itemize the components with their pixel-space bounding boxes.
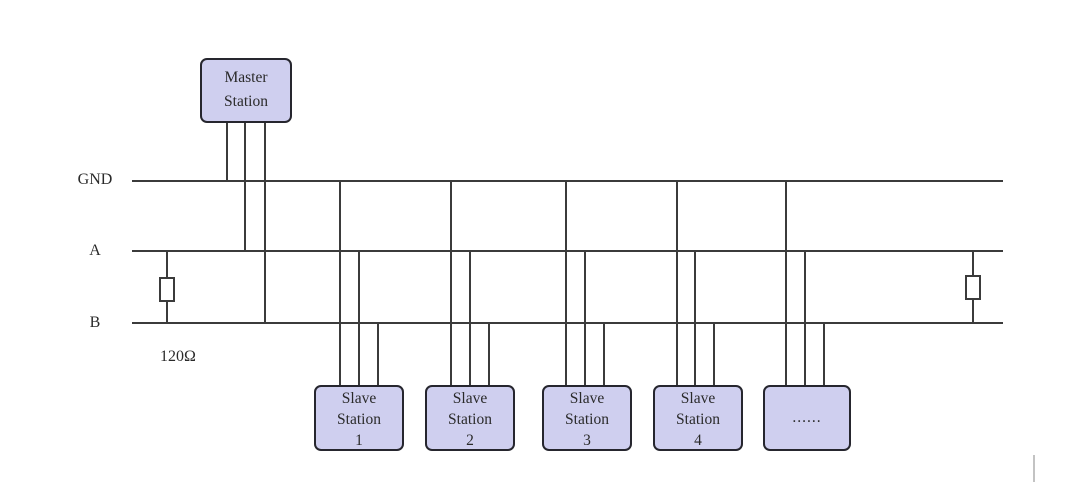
gnd-label: GND bbox=[77, 171, 113, 188]
master-b-wire bbox=[264, 121, 266, 323]
slave-station-3-box: Slave Station 3 bbox=[542, 385, 632, 451]
master-gnd-wire bbox=[226, 121, 228, 181]
slave4-label-line1: Slave bbox=[680, 390, 716, 407]
a-label: A bbox=[89, 242, 101, 259]
slave1-label-line2: Station bbox=[337, 411, 381, 428]
slave3-a-wire bbox=[584, 250, 586, 386]
slave1-label-line3: 1 bbox=[355, 432, 363, 449]
slave3-label-line3: 3 bbox=[583, 432, 591, 449]
gnd-bus-line bbox=[132, 180, 1003, 182]
slave2-a-wire bbox=[469, 250, 471, 386]
right-termination-resistor bbox=[965, 275, 981, 300]
slave4-label-line2: Station bbox=[676, 411, 720, 428]
slave3-gnd-wire bbox=[565, 180, 567, 386]
slave2-label-line2: Station bbox=[448, 411, 492, 428]
slave1-label-line1: Slave bbox=[341, 390, 377, 407]
slave4-label-line3: 4 bbox=[694, 432, 702, 449]
slave2-b-wire bbox=[488, 322, 490, 386]
ellipsis-gnd-wire bbox=[785, 180, 787, 386]
b-label: B bbox=[89, 314, 101, 331]
slave-station-4-box: Slave Station 4 bbox=[653, 385, 743, 451]
slave4-a-wire bbox=[694, 250, 696, 386]
master-a-wire bbox=[244, 121, 246, 251]
slave4-gnd-wire bbox=[676, 180, 678, 386]
slave1-gnd-wire bbox=[339, 180, 341, 386]
termination-resistance-label: 120Ω bbox=[160, 348, 196, 365]
ellipsis-a-wire bbox=[804, 250, 806, 386]
slave3-b-wire bbox=[603, 322, 605, 386]
slave-station-2-box: Slave Station 2 bbox=[425, 385, 515, 451]
slave4-b-wire bbox=[713, 322, 715, 386]
ellipsis-b-wire bbox=[823, 322, 825, 386]
ellipsis-label: ...... bbox=[792, 409, 822, 426]
slave1-b-wire bbox=[377, 322, 379, 386]
b-bus-line bbox=[132, 322, 1003, 324]
slave2-gnd-wire bbox=[450, 180, 452, 386]
slave3-label-line2: Station bbox=[565, 411, 609, 428]
stray-gray-line bbox=[1033, 455, 1035, 482]
slave3-label-line1: Slave bbox=[569, 390, 605, 407]
master-label-line2: Station bbox=[224, 93, 268, 110]
slave2-label-line3: 2 bbox=[466, 432, 474, 449]
master-station-box: Master Station bbox=[200, 58, 292, 123]
ellipsis-station-box: ...... bbox=[763, 385, 851, 451]
slave1-a-wire bbox=[358, 250, 360, 386]
slave-station-1-box: Slave Station 1 bbox=[314, 385, 404, 451]
a-bus-line bbox=[132, 250, 1003, 252]
slave2-label-line1: Slave bbox=[452, 390, 488, 407]
left-termination-resistor bbox=[159, 277, 175, 302]
master-label-line1: Master bbox=[224, 69, 268, 86]
